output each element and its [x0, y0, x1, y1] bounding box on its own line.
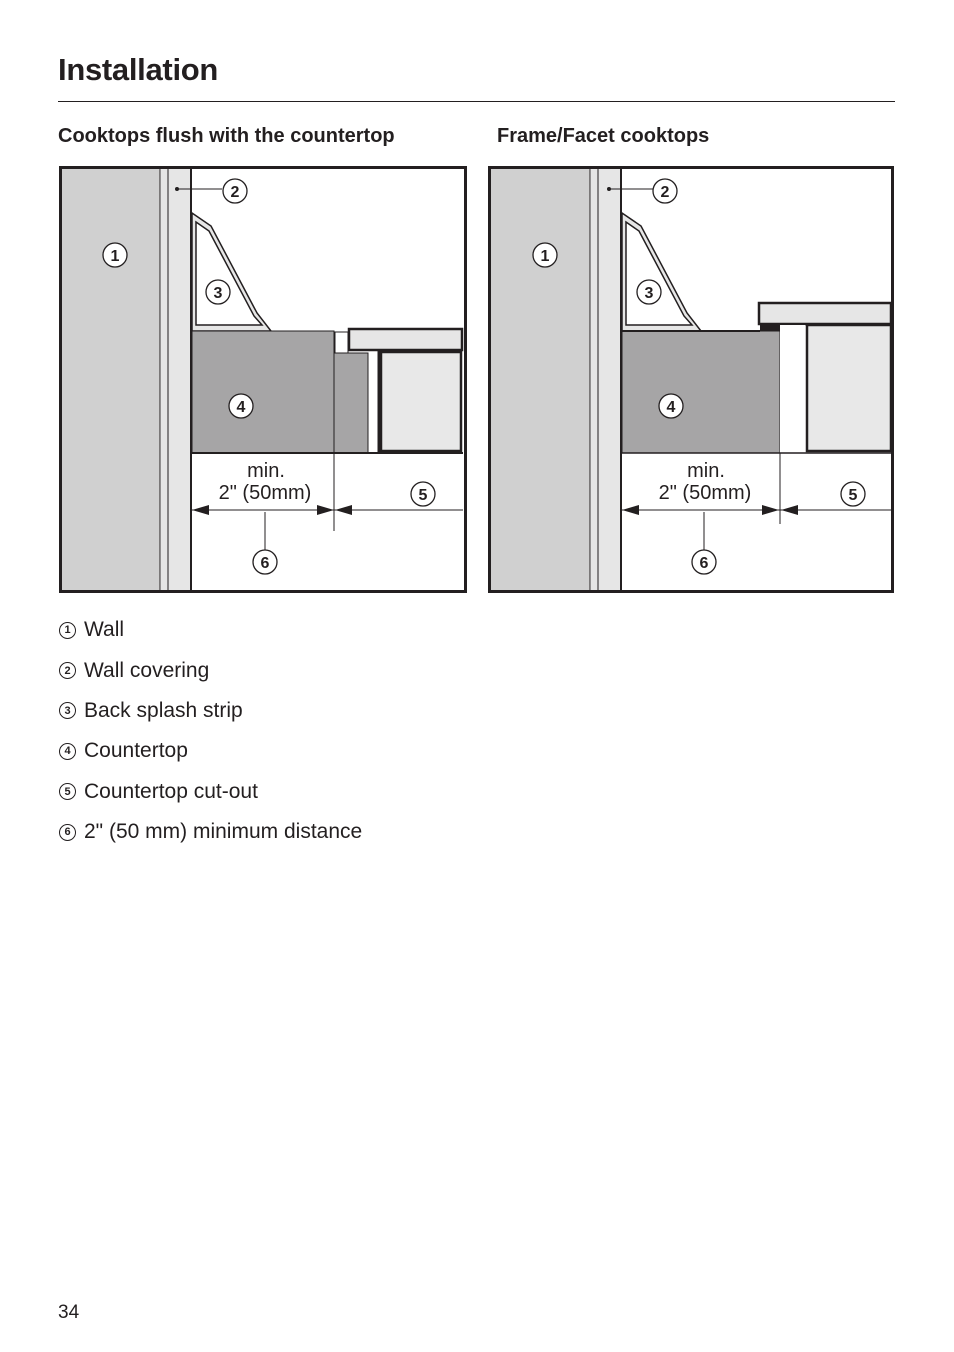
- legend-item-min-distance: 6 2" (50 mm) minimum distance: [58, 812, 362, 852]
- legend-item-back-splash: 3 Back splash strip: [58, 691, 362, 731]
- legend-number: 4: [59, 742, 76, 760]
- legend-label: Back splash strip: [84, 698, 243, 722]
- callout-6: 6: [691, 549, 717, 575]
- callout-6: 6: [252, 549, 278, 575]
- svg-text:3: 3: [645, 285, 654, 302]
- dimension-label-value: 2" (50mm): [659, 482, 752, 504]
- svg-text:5: 5: [849, 487, 858, 504]
- wall-covering-shape: [591, 169, 620, 590]
- legend-label: 2" (50 mm) minimum distance: [84, 820, 363, 844]
- figure-flush-cooktop: min. 2" (50mm) 1 2 3 4 5 6: [59, 166, 467, 593]
- figure-1-heading: Cooktops flush with the countertop: [58, 125, 395, 147]
- legend-label: Wall: [84, 618, 125, 642]
- svg-text:4: 4: [667, 399, 676, 416]
- callout-1: 1: [102, 242, 128, 268]
- legend-number: 1: [59, 621, 76, 639]
- legend-number: 3: [59, 702, 76, 720]
- svg-text:4: 4: [237, 399, 246, 416]
- wall-shape: [491, 169, 590, 590]
- legend-item-countertop: 4 Countertop: [58, 731, 362, 771]
- callout-3: 3: [205, 279, 231, 305]
- page-title: Installation: [58, 52, 219, 87]
- legend-item-cut-out: 5 Countertop cut-out: [58, 772, 362, 812]
- figure-frame-facet-cooktop: min. 2" (50mm) 1 2 3 4 5 6: [488, 166, 896, 593]
- dimension-label-value: 2" (50mm): [219, 482, 312, 504]
- countertop-shape: [191, 330, 335, 454]
- callout-5: 5: [410, 481, 436, 507]
- wall-covering-shape: [161, 169, 190, 590]
- svg-text:5: 5: [419, 487, 428, 504]
- title-divider: [58, 101, 895, 102]
- svg-text:1: 1: [541, 248, 550, 265]
- countertop-shape: [621, 330, 781, 454]
- callout-4: 4: [228, 393, 254, 419]
- cooktop-frame-shape: [757, 301, 893, 326]
- svg-text:6: 6: [700, 555, 709, 572]
- legend-label: Wall covering: [84, 658, 210, 682]
- legend-item-wall-covering: 2 Wall covering: [58, 650, 362, 690]
- svg-text:1: 1: [111, 248, 120, 265]
- callout-2: 2: [222, 178, 248, 204]
- callout-4: 4: [658, 393, 684, 419]
- callout-5: 5: [840, 481, 866, 507]
- legend-number: 2: [59, 662, 76, 680]
- page-number: 34: [58, 1302, 80, 1323]
- cooktop-shape: [347, 327, 464, 352]
- legend-number: 5: [59, 783, 76, 801]
- legend-number: 6: [59, 823, 76, 841]
- callout-2: 2: [652, 178, 678, 204]
- legend-label: Countertop: [84, 739, 188, 763]
- svg-text:3: 3: [214, 285, 223, 302]
- cooktop-shape: [805, 323, 893, 453]
- dimension-label-min: min.: [247, 460, 285, 482]
- svg-text:2: 2: [661, 184, 670, 201]
- callout-3: 3: [636, 279, 662, 305]
- figure-2-heading: Frame/Facet cooktops: [497, 125, 710, 147]
- svg-text:2: 2: [231, 184, 240, 201]
- callout-1: 1: [532, 242, 558, 268]
- svg-text:6: 6: [261, 555, 270, 572]
- wall-shape: [62, 169, 160, 590]
- dimension-label-min: min.: [687, 460, 725, 482]
- legend-label: Countertop cut-out: [84, 779, 258, 803]
- legend-item-wall: 1 Wall: [58, 610, 362, 650]
